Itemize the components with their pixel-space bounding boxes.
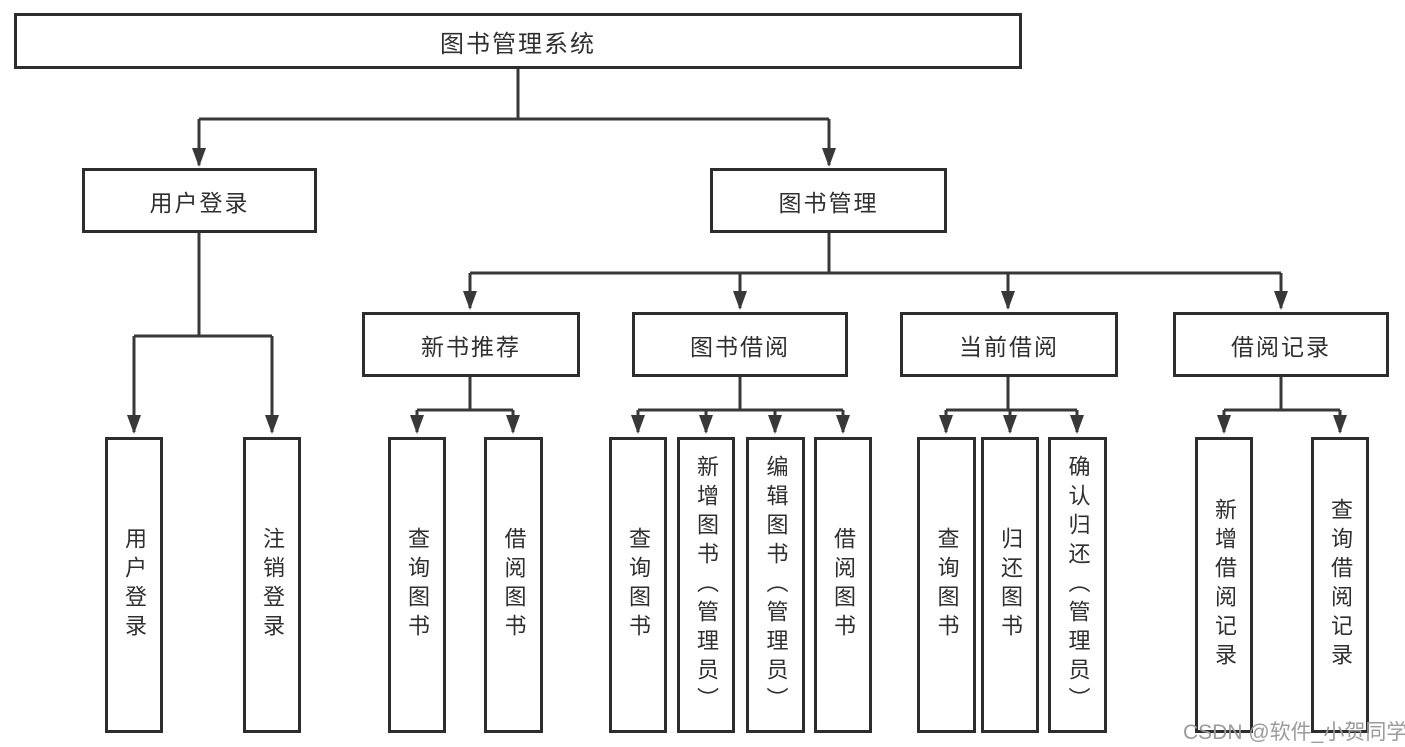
node-current-borrowing: 当前借阅 — [900, 312, 1118, 377]
watermark: CSDN @软件_小贺同学 — [1183, 721, 1405, 744]
leaf-query-books-recommend-label: 查询图书 — [405, 527, 430, 643]
leaf-borrow-books-recommend-label: 借阅图书 — [501, 527, 527, 643]
leaf-borrow-books-borrowing: 借阅图书 — [814, 437, 872, 733]
node-borrowing-records-label: 借阅记录 — [1231, 333, 1331, 360]
node-current-borrowing-label: 当前借阅 — [959, 333, 1059, 360]
node-borrowing-records: 借阅记录 — [1173, 312, 1389, 377]
node-new-book-recommend-label: 新书推荐 — [421, 333, 521, 360]
node-library-management-system-label: 图书管理系统 — [440, 30, 596, 58]
node-book-borrowing-label: 图书借阅 — [690, 333, 790, 360]
leaf-query-borrow-record-label: 查询借阅记录 — [1328, 498, 1353, 672]
node-book-borrowing: 图书借阅 — [632, 312, 848, 377]
node-book-management-label: 图书管理 — [778, 189, 879, 216]
leaf-logout: 注销登录 — [243, 437, 301, 733]
leaf-query-books-current-label: 查询图书 — [934, 527, 960, 643]
leaf-edit-book-admin-label: 编辑图书（管理员） — [763, 454, 789, 716]
node-user-login-label: 用户登录 — [149, 189, 250, 216]
leaf-logout-label: 注销登录 — [260, 527, 285, 643]
leaf-add-book-admin-label: 新增图书（管理员） — [694, 454, 719, 716]
leaf-confirm-return-admin-label: 确认归还（管理员） — [1065, 454, 1091, 716]
leaf-query-books-current: 查询图书 — [917, 437, 976, 733]
leaf-user-login-label: 用户登录 — [122, 527, 147, 643]
leaf-return-books: 归还图书 — [981, 437, 1039, 733]
leaf-query-books-recommend: 查询图书 — [388, 437, 446, 733]
leaf-borrow-books-recommend: 借阅图书 — [484, 437, 543, 733]
leaf-user-login: 用户登录 — [105, 437, 163, 733]
leaf-query-borrow-record: 查询借阅记录 — [1311, 437, 1369, 733]
leaf-edit-book-admin: 编辑图书（管理员） — [746, 437, 805, 733]
leaf-confirm-return-admin: 确认归还（管理员） — [1048, 437, 1107, 733]
leaf-borrow-books-borrowing-label: 借阅图书 — [831, 527, 856, 643]
leaf-return-books-label: 归还图书 — [998, 527, 1023, 643]
leaf-query-books-borrowing-label: 查询图书 — [626, 527, 651, 643]
leaf-add-book-admin: 新增图书（管理员） — [677, 437, 735, 733]
node-book-management: 图书管理 — [710, 168, 947, 233]
leaf-query-books-borrowing: 查询图书 — [609, 437, 667, 733]
node-new-book-recommend: 新书推荐 — [362, 312, 580, 377]
leaf-add-borrow-record: 新增借阅记录 — [1195, 437, 1253, 733]
node-user-login: 用户登录 — [82, 168, 317, 233]
leaf-add-borrow-record-label: 新增借阅记录 — [1212, 498, 1237, 672]
node-library-management-system: 图书管理系统 — [14, 13, 1022, 69]
